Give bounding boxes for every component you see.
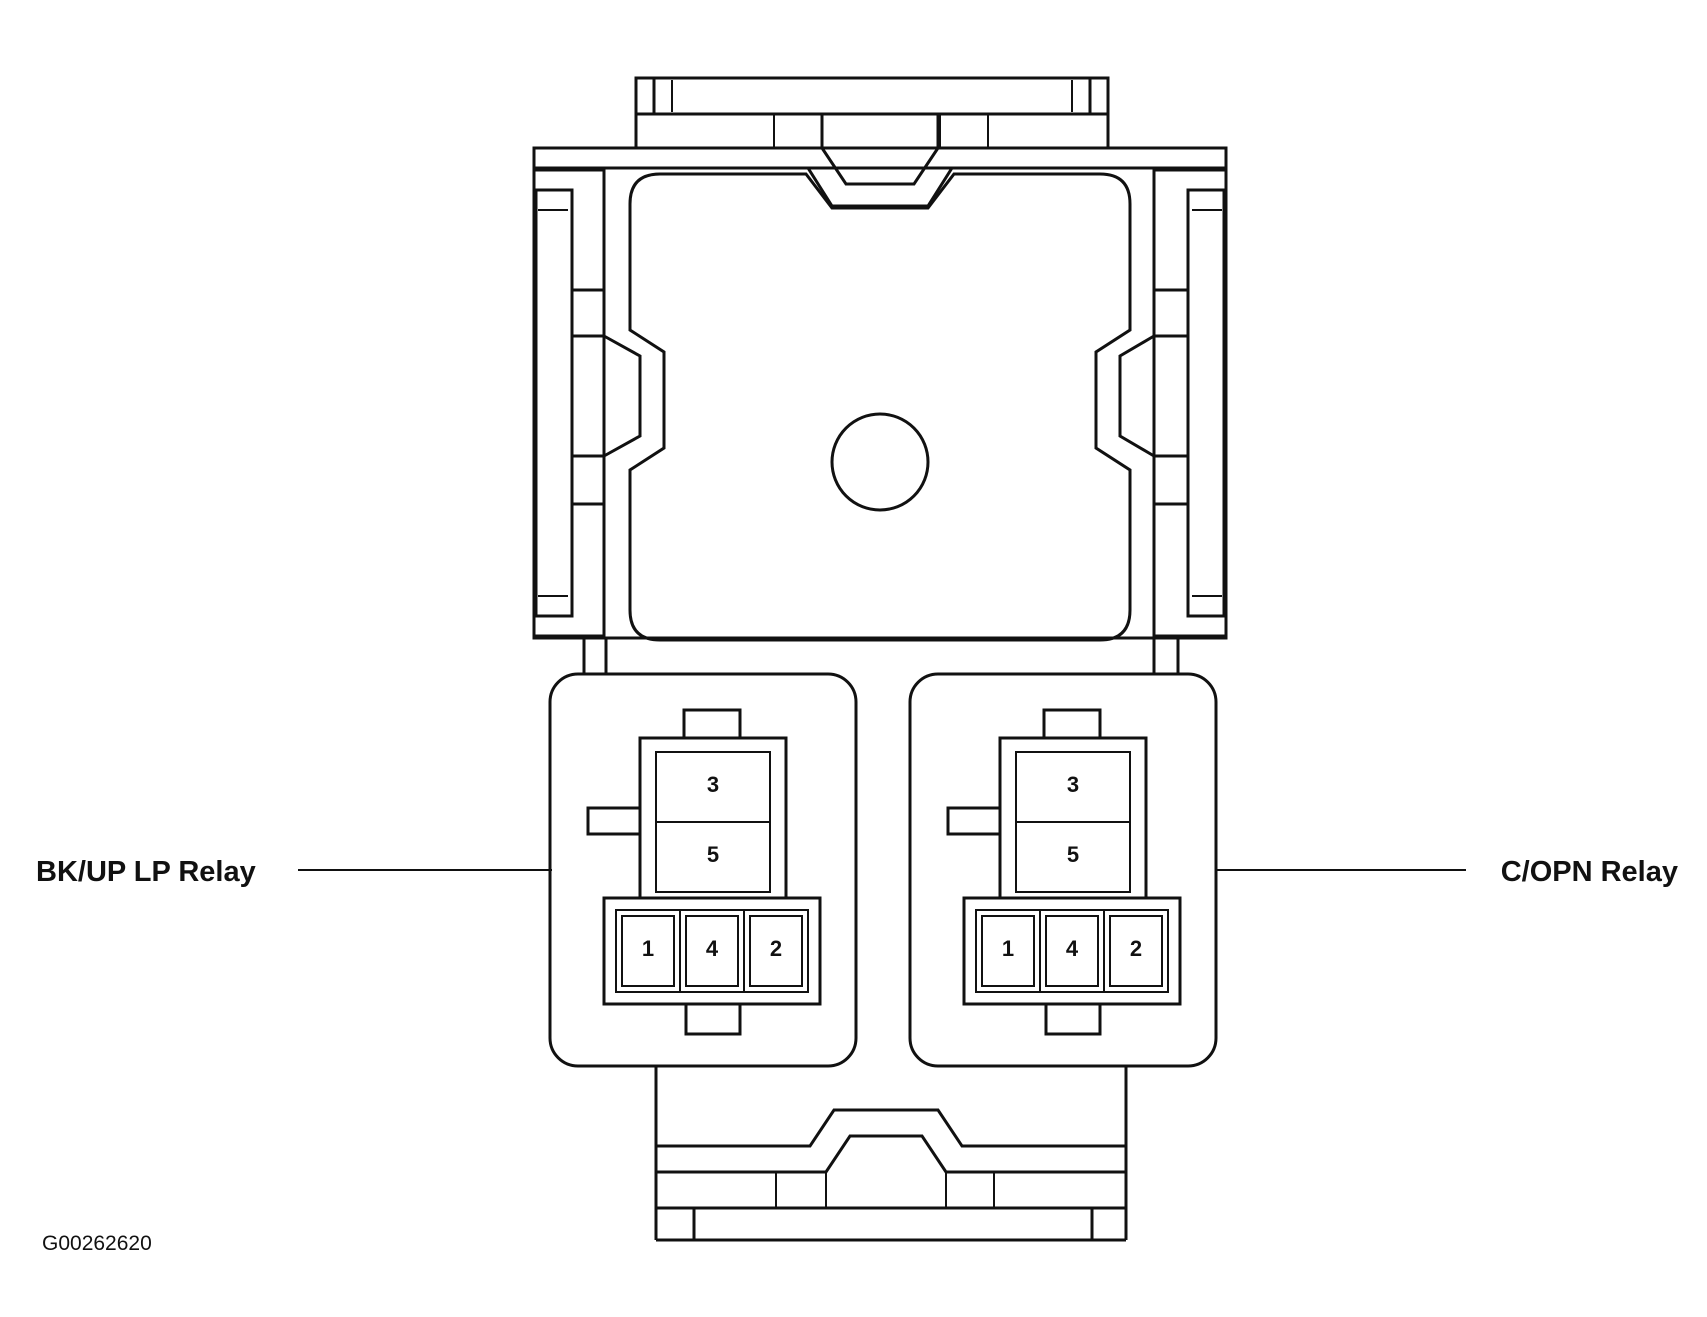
pin-2-terminal (749, 915, 803, 987)
pin-label: 1 (642, 936, 654, 961)
mounting-hole-icon (830, 412, 930, 512)
pin-5-terminal (1015, 821, 1131, 893)
pin-label: 5 (707, 842, 719, 867)
pin-1-terminal (981, 915, 1035, 987)
pin-label: 5 (1067, 842, 1079, 867)
main-housing (532, 114, 1228, 642)
left-side-rail (532, 168, 642, 638)
top-locking-tab (634, 76, 1110, 150)
pin-label: 4 (1066, 936, 1079, 961)
pin-1-terminal (621, 915, 675, 987)
callout-label-left: BK/UP LP Relay (36, 856, 256, 888)
pin-5-terminal (655, 821, 771, 893)
pin-label: 2 (770, 936, 782, 961)
pin-label: 3 (707, 772, 719, 797)
figure-code: G00262620 (42, 1232, 152, 1255)
pin-2-terminal (1109, 915, 1163, 987)
relay-socket-right[interactable] (908, 672, 1218, 1068)
pin-label: 2 (1130, 936, 1142, 961)
pin-label: 4 (706, 936, 719, 961)
relay-socket-left[interactable] (548, 672, 858, 1068)
pin-4-terminal (1045, 915, 1099, 987)
pin-label: 3 (1067, 772, 1079, 797)
pin-label: 1 (1002, 936, 1014, 961)
pin-4-terminal (685, 915, 739, 987)
bottom-locking-tab (654, 1066, 1128, 1242)
right-side-rail (1118, 168, 1228, 638)
callout-label-right: C/OPN Relay (1501, 856, 1678, 888)
housing-neck (582, 638, 1180, 674)
